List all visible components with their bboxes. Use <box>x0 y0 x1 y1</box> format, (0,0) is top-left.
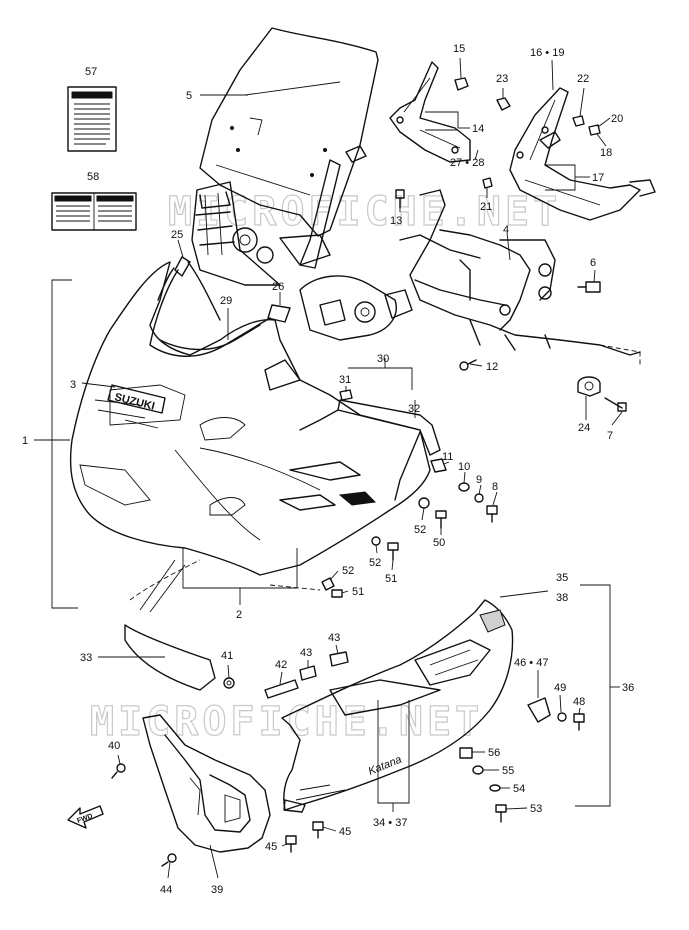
callout-32: 32 <box>408 403 420 415</box>
callout-35: 35 <box>556 572 568 584</box>
callout-52b: 52 <box>369 557 381 569</box>
callout-11: 11 <box>442 451 453 463</box>
callout-13: 13 <box>390 215 402 227</box>
callout-45a: 45 <box>265 841 277 853</box>
callout-8: 8 <box>492 481 498 493</box>
callouts: 1 2 3 4 5 6 7 8 9 10 11 12 13 14 15 16 •… <box>22 43 634 896</box>
callout-52c: 52 <box>342 565 354 577</box>
callout-56: 56 <box>488 747 500 759</box>
callout-22: 22 <box>577 73 589 85</box>
callout-44: 44 <box>160 884 172 896</box>
cowl-brace-14 <box>389 61 471 163</box>
fairing-stay-4 <box>399 189 641 365</box>
bolt-6 <box>577 281 601 293</box>
callout-5: 5 <box>186 90 192 102</box>
watermark-bottom: MICROFICHE.NET <box>90 699 483 745</box>
callout-51a: 51 <box>385 573 397 585</box>
callout-26: 26 <box>272 281 284 293</box>
upper-cowling <box>69 261 431 576</box>
warning-label-58 <box>51 192 137 231</box>
callout-14: 14 <box>472 123 484 135</box>
inner-cover-30 <box>299 389 441 501</box>
callout-15: 15 <box>453 43 465 55</box>
callout-46-47: 46 • 47 <box>514 657 548 669</box>
callout-21: 21 <box>480 201 492 213</box>
katana-emblem-text: Katana <box>367 754 404 778</box>
clamp-24 <box>577 376 627 412</box>
callout-48: 48 <box>573 696 585 708</box>
callout-49: 49 <box>554 682 566 694</box>
headlight-bracket <box>299 275 413 341</box>
callout-50: 50 <box>433 537 445 549</box>
meter-bracket <box>191 159 341 286</box>
callout-38: 38 <box>556 592 568 604</box>
callout-9: 9 <box>476 474 482 486</box>
callout-51b: 51 <box>352 586 364 598</box>
callout-25: 25 <box>171 229 183 241</box>
callout-43b: 43 <box>328 632 340 644</box>
cowl-brace-17 <box>509 87 656 221</box>
fasteners-middle <box>321 458 498 598</box>
callout-31: 31 <box>339 374 351 386</box>
callout-29: 29 <box>220 295 232 307</box>
callout-2: 2 <box>236 609 242 621</box>
callout-10: 10 <box>458 461 470 473</box>
callout-36: 36 <box>622 682 634 694</box>
callout-40: 40 <box>108 740 120 752</box>
caution-label-57 <box>67 86 117 152</box>
callout-43a: 43 <box>300 647 312 659</box>
callout-16-19: 16 • 19 <box>530 47 564 59</box>
callout-24: 24 <box>578 422 590 434</box>
callout-33: 33 <box>80 652 92 664</box>
seal-strips <box>157 256 291 351</box>
callout-18: 18 <box>600 147 612 159</box>
callout-39: 39 <box>211 884 223 896</box>
callout-7: 7 <box>607 430 613 442</box>
callout-3: 3 <box>70 379 76 391</box>
callout-12: 12 <box>486 361 498 373</box>
forward-arrow-icon: FWD <box>67 805 104 829</box>
callout-23: 23 <box>496 73 508 85</box>
callout-58: 58 <box>87 171 99 183</box>
callout-17: 17 <box>592 172 604 184</box>
screw-12 <box>459 359 477 371</box>
callout-4: 4 <box>503 224 509 236</box>
callout-34-37: 34 • 37 <box>373 817 407 829</box>
callout-30: 30 <box>377 353 389 365</box>
callout-1: 1 <box>22 435 28 447</box>
callout-20: 20 <box>611 113 623 125</box>
callout-52a: 52 <box>414 524 426 536</box>
callout-57: 57 <box>85 66 97 78</box>
callout-55: 55 <box>502 765 514 777</box>
callout-42: 42 <box>275 659 287 671</box>
callout-6: 6 <box>590 257 596 269</box>
callout-27-28: 27 • 28 <box>450 157 484 169</box>
callout-45b: 45 <box>339 826 351 838</box>
fasteners-lower <box>111 651 585 867</box>
callout-53: 53 <box>530 803 542 815</box>
side-piece-39 <box>142 714 271 853</box>
callout-41: 41 <box>221 650 233 662</box>
lower-cowling-36 <box>281 599 514 813</box>
under-cowl-33 <box>124 559 321 691</box>
leader-lines <box>34 57 623 879</box>
callout-54: 54 <box>513 783 525 795</box>
